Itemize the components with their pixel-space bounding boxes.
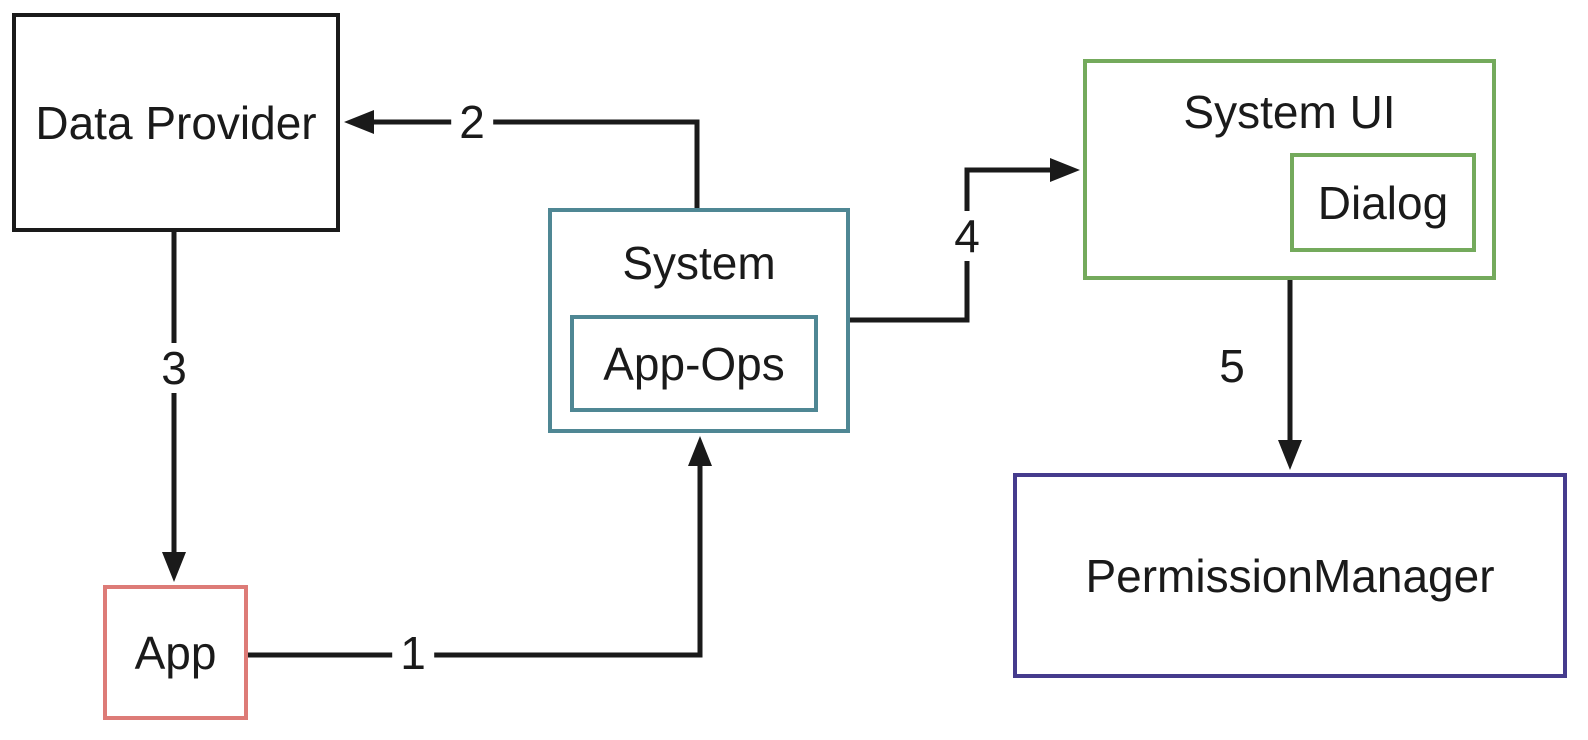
node-permission-manager-label: PermissionManager [1085,549,1495,602]
edge-label-3: 3 [153,343,195,393]
edge-label-4: 4 [946,211,988,261]
edge-label-5: 5 [1211,341,1253,391]
node-dialog: Dialog [1290,153,1476,252]
arrow-4-head [1050,158,1080,182]
edge-label-1: 1 [392,628,434,678]
node-dialog-label: Dialog [1317,176,1449,229]
node-data-provider: Data Provider [12,13,340,232]
node-data-provider-label: Data Provider [35,96,317,149]
arrow-5-head [1278,440,1302,470]
node-system-ui-label: System UI [1183,86,1396,138]
arrow-1-line [248,460,703,658]
arrow-2-head [344,110,374,134]
arrow-1-head [688,436,712,466]
node-permission-manager: PermissionManager [1013,473,1567,678]
arrow-2 [344,110,700,208]
arrow-3-head [162,552,186,582]
arrow-3 [162,232,186,582]
node-system: System App-Ops [548,208,850,433]
arrow-2-line [368,119,700,208]
node-app-label: App [134,626,217,679]
node-system-ui: System UI Dialog [1083,59,1496,280]
node-system-label: System [622,237,776,289]
node-app: App [103,585,248,720]
node-app-ops-label: App-Ops [603,337,785,390]
arrow-1 [248,436,712,658]
node-app-ops: App-Ops [570,315,818,412]
arrow-5 [1278,280,1302,470]
edge-label-2: 2 [451,97,493,147]
